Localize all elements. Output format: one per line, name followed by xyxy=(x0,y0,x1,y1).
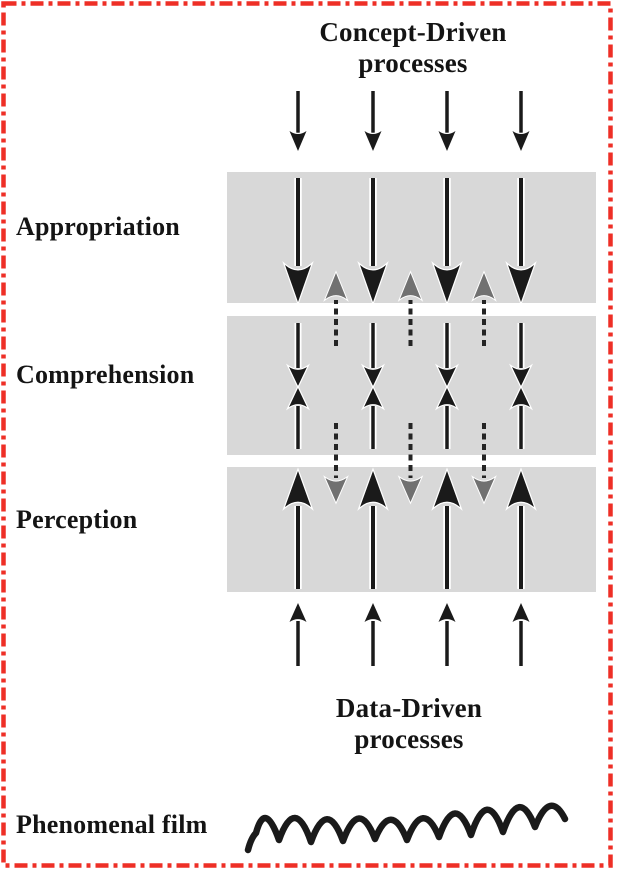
data-driven-title-line1: Data-Driven xyxy=(335,693,483,723)
data-driven-input-arrows-arrow xyxy=(286,599,310,666)
phenomenal-film-label: Phenomenal film xyxy=(16,810,208,839)
data-driven-title-line2: processes xyxy=(354,724,464,754)
data-driven-title: Data-Driven processes xyxy=(254,693,564,755)
phenomenal-film-wave xyxy=(244,802,569,854)
concept-driven-title-line1: Concept-Driven xyxy=(319,17,507,47)
concept-driven-title: Concept-Driven processes xyxy=(258,17,568,79)
data-driven-input-arrows xyxy=(286,599,533,666)
concept-driven-input-arrows xyxy=(286,91,533,155)
data-driven-input-arrows-arrow xyxy=(435,599,459,666)
perception-band xyxy=(227,467,596,592)
data-driven-input-arrows-arrow xyxy=(509,599,533,666)
appropriation-band xyxy=(227,172,596,303)
concept-driven-input-arrows-arrow xyxy=(286,91,310,155)
level-label-appropriation: Appropriation xyxy=(16,212,180,241)
concept-driven-input-arrows-arrow xyxy=(361,91,385,155)
level-label-comprehension: Comprehension xyxy=(16,360,195,389)
concept-driven-input-arrows-arrow xyxy=(435,91,459,155)
comprehension-band xyxy=(227,316,596,455)
data-driven-input-arrows-arrow xyxy=(361,599,385,666)
level-label-perception: Perception xyxy=(16,505,138,534)
concept-driven-title-line2: processes xyxy=(358,48,468,78)
concept-driven-input-arrows-arrow xyxy=(509,91,533,155)
